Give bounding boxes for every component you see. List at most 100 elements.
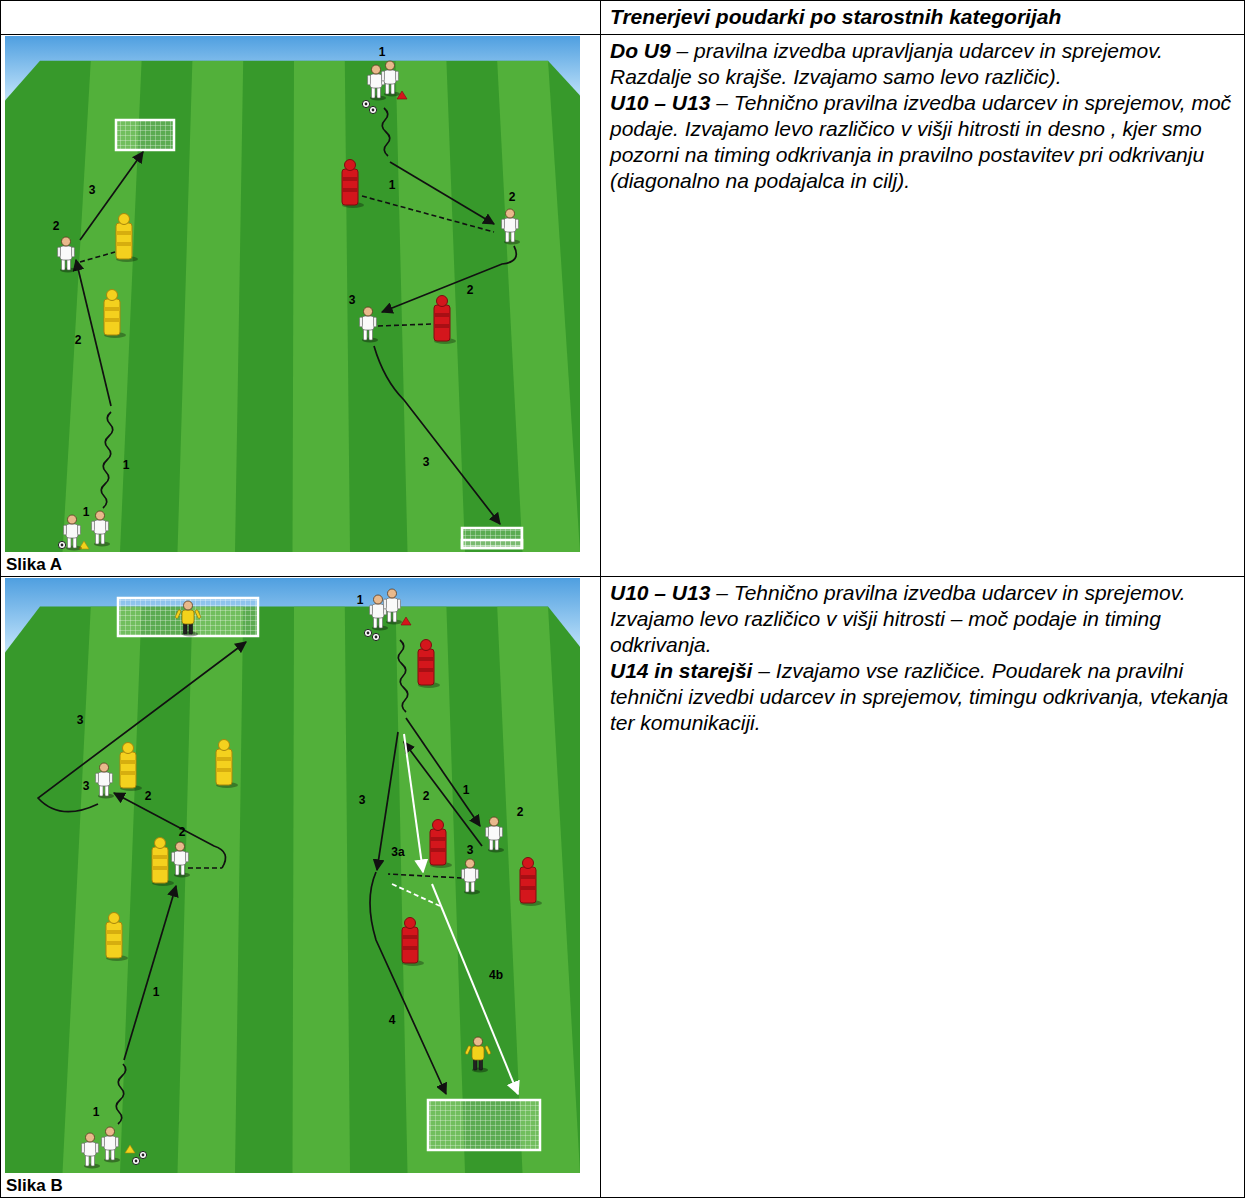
dribble-line (382, 108, 390, 156)
player (384, 589, 403, 625)
figure-caption: Slika B (6, 1176, 63, 1195)
age-group: U14 in starejši (610, 659, 752, 682)
ball (362, 100, 369, 107)
dashed-line (188, 867, 222, 869)
callout-number: 1 (463, 784, 470, 797)
shot-arrow (370, 872, 446, 1094)
table-header-cell: Trenerjevi poudarki po starostnih katego… (600, 0, 1245, 35)
paragraph: Slika B (6, 1176, 63, 1195)
cone (125, 1145, 135, 1153)
pass-arrow (406, 718, 480, 826)
mannequin (402, 918, 424, 967)
player (96, 763, 115, 799)
figure-cell: Slika A (0, 34, 601, 577)
coach-note: – pravilna izvedba upravljanja udarcev i… (610, 39, 1163, 88)
goal (462, 528, 522, 548)
drill-a-right (342, 61, 522, 548)
callout-number: 2 (179, 826, 186, 839)
drill-b-left (38, 598, 258, 1169)
ball (369, 106, 376, 113)
pass-arrow (382, 246, 516, 312)
callout-number: 1 (357, 594, 364, 607)
player (486, 817, 505, 853)
pitch (5, 578, 580, 1173)
player (92, 511, 111, 547)
player (58, 237, 77, 273)
ball (372, 633, 379, 640)
callout-number: 1 (389, 179, 396, 192)
ball (364, 629, 371, 636)
paragraph: U10 – U13– Tehnično pravilna izvedba uda… (610, 580, 1235, 658)
goal (118, 598, 258, 636)
mannequin (342, 160, 364, 209)
callout-number: 2 (423, 790, 430, 803)
player (102, 1127, 121, 1163)
callout-number: 3a (391, 846, 404, 859)
dashed-line (388, 874, 462, 878)
goal (116, 120, 174, 150)
notes-cell: Do U9– pravilna izvedba upravljanja udar… (600, 34, 1245, 577)
pass-arrow (390, 162, 494, 224)
player (382, 61, 401, 97)
cell-content: Slika A (6, 555, 62, 574)
ball (139, 1151, 146, 1158)
dashed-line (362, 196, 494, 232)
notes-cell: U10 – U13– Tehnično pravilna izvedba uda… (600, 576, 1245, 1198)
callout-number: 3 (423, 456, 430, 469)
callout-number: 3 (359, 794, 366, 807)
callout-number: 2 (509, 191, 516, 204)
shot-arrow (80, 152, 143, 240)
callout-number: 1 (83, 506, 90, 519)
dashed-line (378, 324, 432, 326)
callout-number: 2 (75, 334, 82, 347)
goal (428, 1100, 540, 1150)
cell-content: Slika B (6, 1176, 63, 1195)
dribble-line (116, 1064, 126, 1124)
callout-number: 3 (467, 844, 474, 857)
paragraph: Slika A (6, 555, 62, 574)
player (502, 209, 521, 245)
mannequin (106, 913, 128, 962)
callout-number: 3 (349, 294, 356, 307)
callout-number: 2 (53, 220, 60, 233)
player (462, 859, 481, 895)
player (360, 307, 379, 343)
figure-cell: Slika B (0, 576, 601, 1198)
mannequin (104, 290, 126, 339)
paragraph: Do U9– pravilna izvedba upravljanja udar… (610, 38, 1235, 90)
cell-content: Do U9– pravilna izvedba upravljanja udar… (601, 35, 1244, 197)
cone (401, 617, 411, 625)
callout-number: 3 (77, 714, 84, 727)
player (368, 65, 387, 101)
mannequin (216, 740, 238, 789)
player (82, 1133, 101, 1169)
paragraph: U14 in starejši– Izvajamo vse različice.… (610, 658, 1235, 736)
mannequin (120, 743, 142, 792)
callout-number: 1 (379, 46, 386, 59)
player (172, 842, 191, 878)
cell-content: U10 – U13– Tehnično pravilna izvedba uda… (601, 577, 1244, 739)
ball (132, 1157, 139, 1164)
drill-a-left (58, 120, 175, 551)
pitch (5, 36, 580, 552)
callout-number: 2 (467, 284, 474, 297)
callout-number: 4 (389, 1014, 396, 1027)
callout-number: 1 (93, 1106, 100, 1119)
paragraph: Trenerjevi poudarki po starostnih katego… (610, 4, 1235, 30)
drill-b-right (364, 589, 542, 1150)
cone (397, 91, 407, 99)
player (64, 515, 83, 551)
callout-number: 1 (123, 459, 130, 472)
pass-arrow (114, 793, 226, 868)
dashed-line (80, 252, 115, 262)
callout-number: 1 (153, 986, 160, 999)
mannequin (434, 296, 456, 345)
mannequin (520, 858, 542, 907)
age-group: U10 – U13 (610, 581, 710, 604)
callout-number: 2 (145, 790, 152, 803)
run-arrow-white (404, 734, 423, 872)
mannequin (418, 640, 440, 689)
callout-number: 3 (89, 184, 96, 197)
shot-arrow-white (432, 884, 518, 1094)
